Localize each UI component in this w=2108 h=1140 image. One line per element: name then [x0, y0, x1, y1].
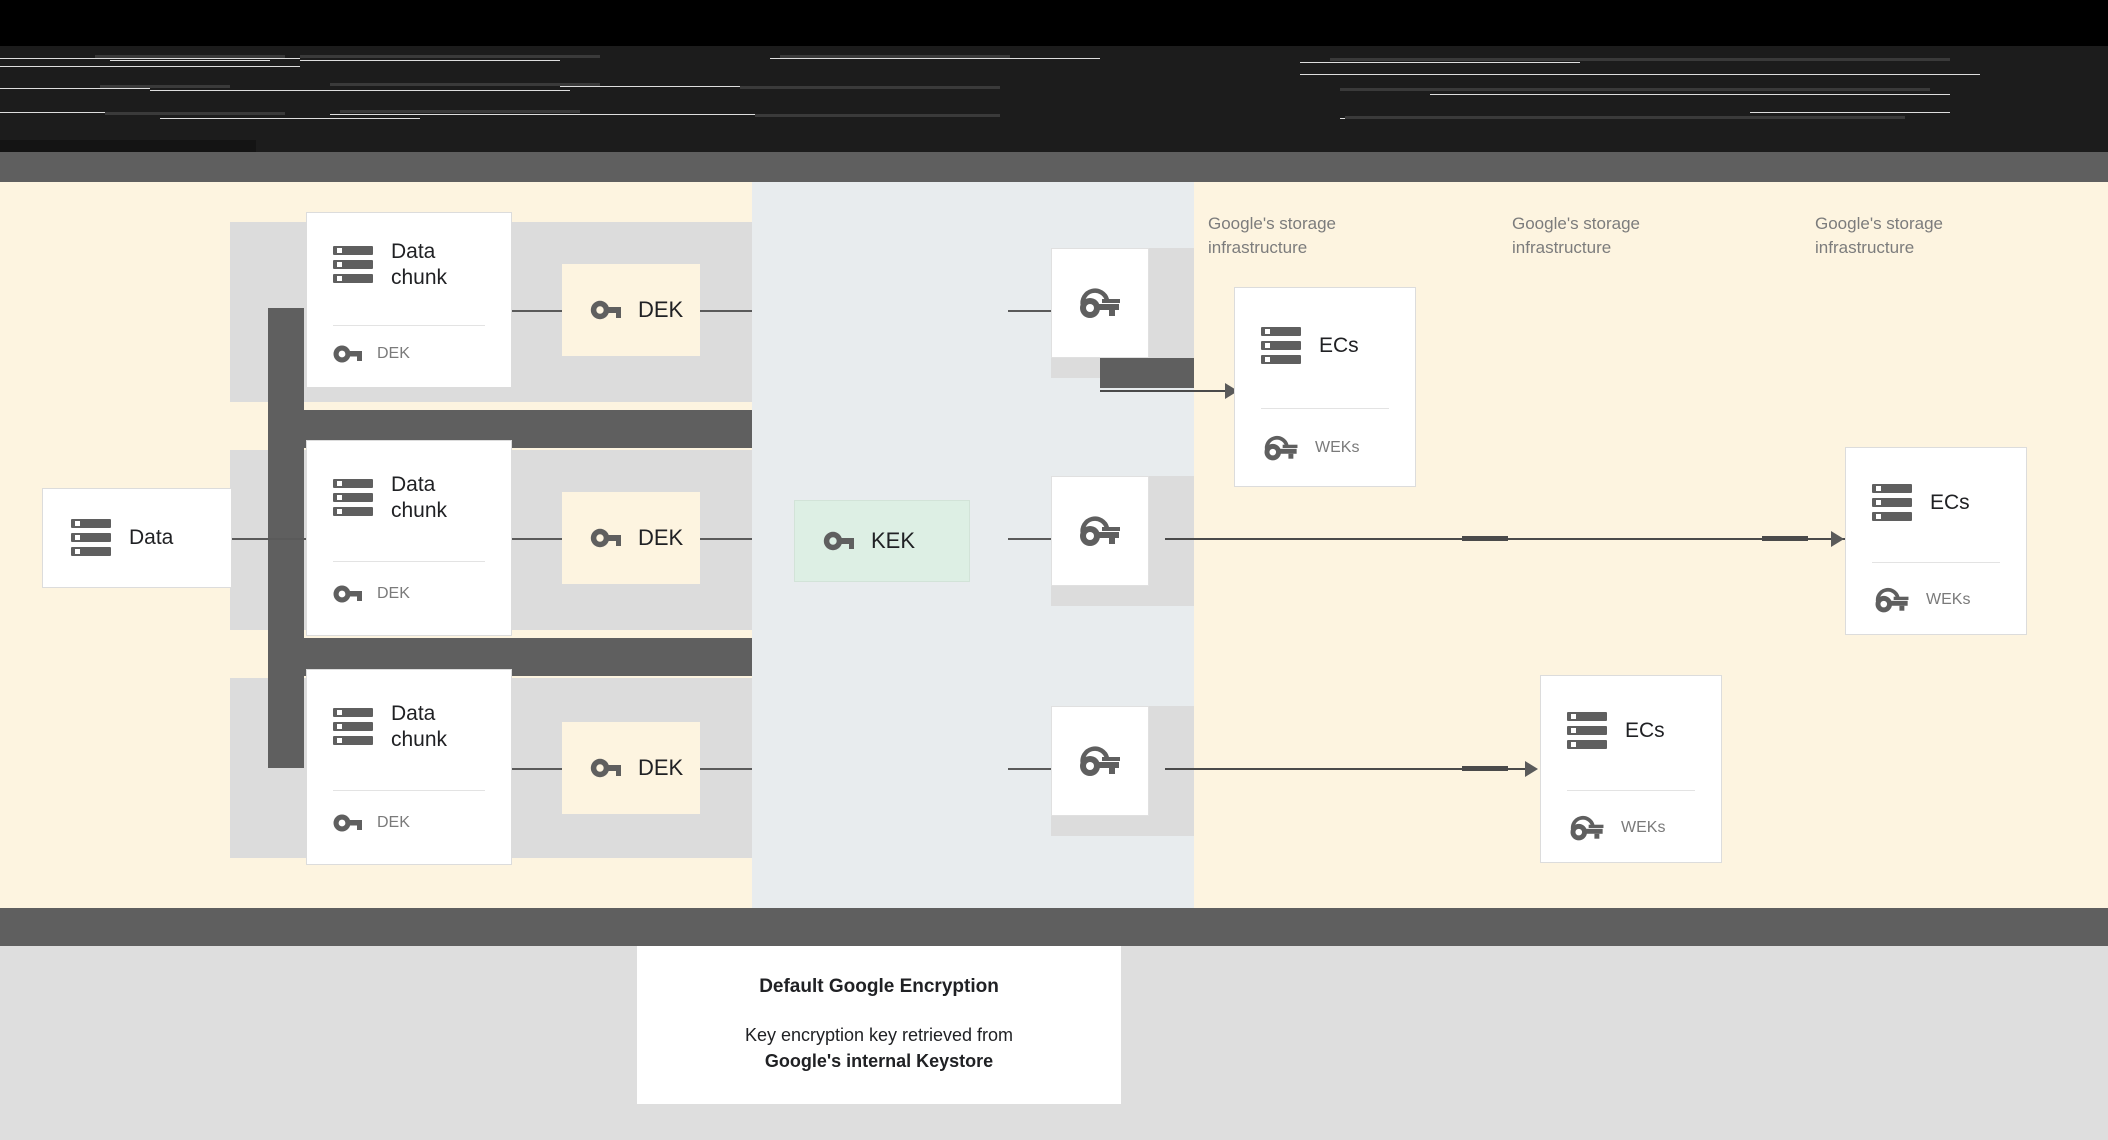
- card-divider: [1261, 408, 1389, 409]
- server-stack-icon: [333, 708, 373, 746]
- server-stack-icon: [1567, 712, 1607, 750]
- wrapped-key-icon: [1264, 436, 1298, 461]
- connector-chunk1-dek1: [510, 310, 562, 312]
- data-chunk-key-label: DEK: [377, 585, 410, 602]
- arrow-head-ec2: [1831, 531, 1844, 547]
- ec-card-key-label: WEKs: [1621, 819, 1666, 836]
- wrapped-key-tile-1[interactable]: [1051, 248, 1149, 358]
- dek-box-1[interactable]: DEK: [562, 264, 700, 356]
- connector-dek1-right: [700, 310, 752, 312]
- wrapped-key-icon: [1080, 746, 1120, 776]
- key-icon: [590, 300, 621, 320]
- key-icon: [590, 758, 621, 778]
- data-chunk-label: Data chunk: [391, 240, 448, 289]
- data-chunk-key-label: DEK: [377, 345, 410, 362]
- ec-card-key-label: WEKs: [1926, 591, 1971, 608]
- connector-dek2-right: [700, 538, 752, 540]
- card-divider: [1872, 562, 2000, 563]
- dek-box-3[interactable]: DEK: [562, 722, 700, 814]
- connector-dek3-right: [700, 768, 752, 770]
- header-top-black-strip: [0, 0, 2108, 46]
- ec-card-3[interactable]: ECs WEKs: [1540, 675, 1722, 863]
- data-chunk-key-label: DEK: [377, 814, 410, 831]
- key-icon: [333, 585, 362, 603]
- arrow-line-wek3-ec3: [1165, 768, 1535, 770]
- card-divider: [333, 325, 485, 326]
- storage-infra-label-3: Google's storage infrastructure: [1815, 214, 1943, 257]
- wrapped-key-icon: [1080, 288, 1120, 318]
- header-redaction-fill: [0, 46, 2108, 152]
- ec-card-key-label: WEKs: [1315, 439, 1360, 456]
- wrapped-key-tile-2[interactable]: [1051, 476, 1149, 586]
- wrapped-key-tile-3[interactable]: [1051, 706, 1149, 816]
- caption-subtitle: Key encryption key retrieved from Google…: [745, 1022, 1013, 1074]
- wrapped-key-icon: [1080, 516, 1120, 546]
- data-source-card[interactable]: Data: [42, 488, 232, 588]
- wrapped-key-icon: [1875, 588, 1909, 613]
- ec-card-label: ECs: [1625, 719, 1665, 742]
- key-icon: [333, 345, 362, 363]
- server-stack-icon: [333, 246, 373, 284]
- data-chunk-label: Data chunk: [391, 702, 448, 751]
- caption-subtitle-line2: Google's internal Keystore: [764, 1051, 994, 1071]
- wrapped-key-icon: [1570, 816, 1604, 841]
- data-source-label: Data: [129, 526, 174, 549]
- dek-box-label: DEK: [638, 525, 684, 550]
- card-divider: [333, 561, 485, 562]
- connector-chunk3-dek3: [510, 768, 562, 770]
- arrow-line-wek1-ec1: [1100, 390, 1232, 392]
- arrow-head-ec3: [1525, 761, 1538, 777]
- ec-card-label: ECs: [1319, 334, 1359, 357]
- card-divider: [1567, 790, 1695, 791]
- kek-box[interactable]: KEK: [794, 500, 970, 582]
- top-divider-bar: [0, 152, 2108, 182]
- dek-box-label: DEK: [638, 297, 684, 322]
- ec-card-label: ECs: [1930, 491, 1970, 514]
- kek-box-label: KEK: [871, 528, 916, 553]
- bottom-divider-bar: [0, 908, 2108, 946]
- data-chunk-card-2[interactable]: Data chunk DEK: [306, 440, 512, 636]
- connector-chunk2-dek2: [510, 538, 562, 540]
- key-icon: [590, 528, 621, 548]
- caption-box: Default Google Encryption Key encryption…: [637, 946, 1121, 1104]
- server-stack-icon: [71, 519, 111, 557]
- ec-card-2[interactable]: ECs WEKs: [1845, 447, 2027, 635]
- key-icon: [333, 814, 362, 832]
- data-chunk-label: Data chunk: [391, 473, 448, 522]
- connector-kek-wek2: [1008, 538, 1054, 540]
- dek-box-2[interactable]: DEK: [562, 492, 700, 584]
- ec-card-1[interactable]: ECs WEKs: [1234, 287, 1416, 487]
- connector-kek-wek3: [1008, 768, 1054, 770]
- data-chunk-card-3[interactable]: Data chunk DEK: [306, 669, 512, 865]
- server-stack-icon: [1872, 484, 1912, 522]
- storage-infra-label-1: Google's storage infrastructure: [1208, 214, 1336, 257]
- card-divider: [333, 790, 485, 791]
- server-stack-icon: [333, 479, 373, 517]
- obscured-header-band: [0, 0, 2108, 152]
- data-chunk-card-1[interactable]: Data chunk DEK: [306, 212, 512, 388]
- server-stack-icon: [1261, 327, 1301, 365]
- storage-infra-label-2: Google's storage infrastructure: [1512, 214, 1640, 257]
- dek-box-label: DEK: [638, 755, 684, 780]
- connector-kek-wek1: [1008, 310, 1054, 312]
- connector-data-to-bracket: [224, 538, 344, 540]
- occlusion-bar-wek1: [1100, 358, 1194, 388]
- caption-subtitle-line1: Key encryption key retrieved from: [744, 1025, 1014, 1045]
- caption-title: Default Google Encryption: [759, 976, 999, 997]
- key-icon: [823, 531, 854, 551]
